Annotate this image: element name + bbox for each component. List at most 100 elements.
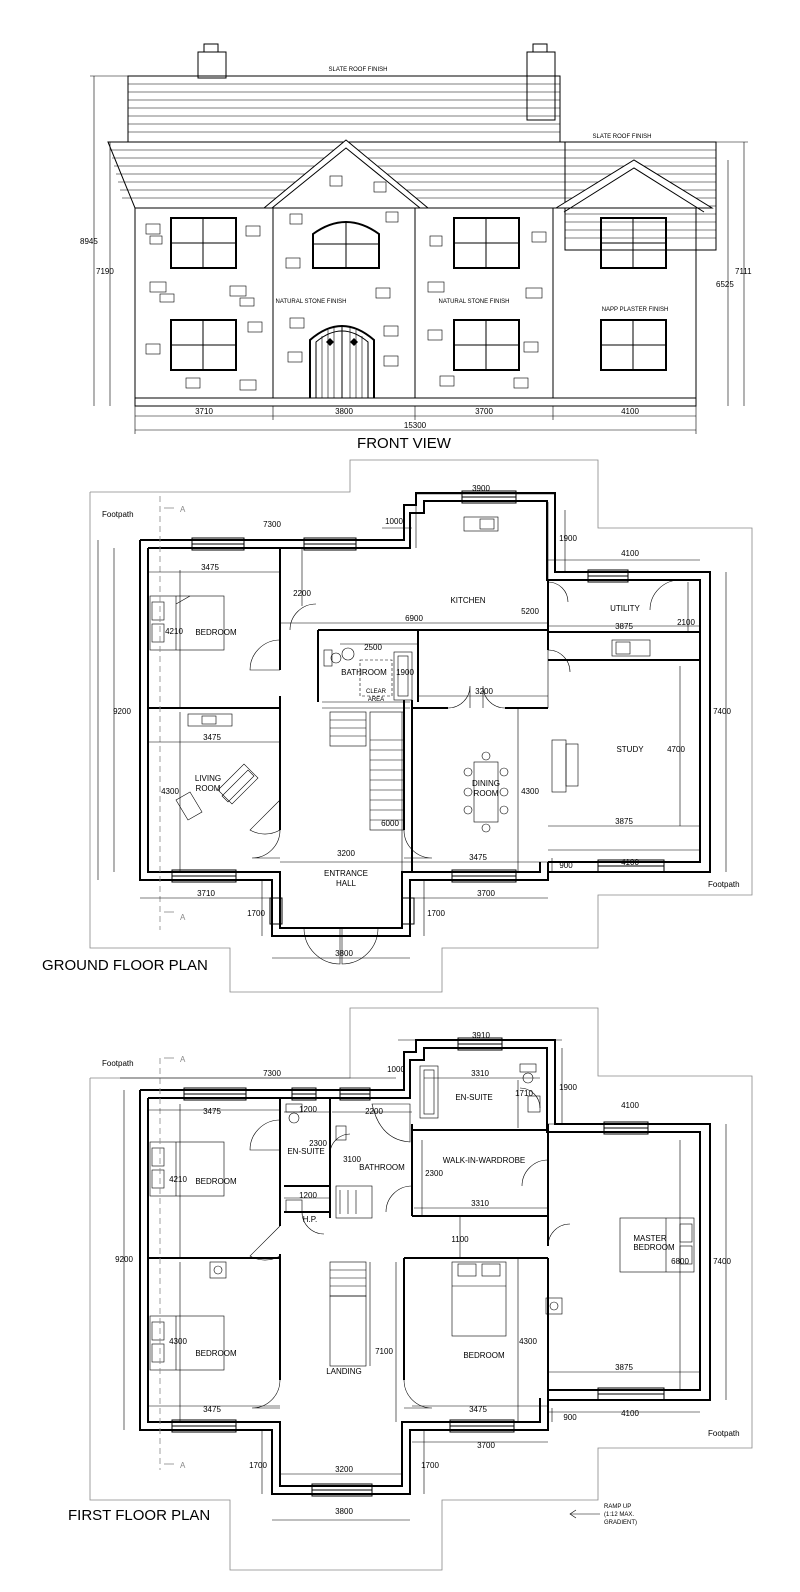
site-boundary: [89, 1007, 753, 1571]
gf-dim-4100-top: 4100: [621, 549, 639, 558]
ff-dim-6800: 6800: [671, 1257, 689, 1266]
gf-dim-3475-top: 3475: [201, 563, 219, 572]
ground-floor-plan: A A Footpath Footpath KITCHEN UTILITY BE…: [42, 459, 753, 993]
gf-dim-3475-bottom: 3475: [469, 853, 487, 862]
ramp-note-3: GRADIENT): [604, 1520, 637, 1526]
section-a-top: A: [180, 505, 186, 514]
sofa-icon: [175, 713, 259, 821]
ff-dim-1200-top: 1200: [299, 1105, 317, 1114]
section-a-bottom: A: [180, 913, 186, 922]
ff-dim-3475-right: 3475: [469, 1405, 487, 1414]
window-icon: [170, 217, 667, 371]
gf-dim-4210: 4210: [165, 627, 183, 636]
gf-dim-3200-bottom: 3200: [337, 849, 355, 858]
room-utility: UTILITY: [610, 604, 640, 613]
first-floor-title: FIRST FLOOR PLAN: [68, 1507, 210, 1524]
ramp-note-1: RAMP UP: [604, 1504, 631, 1510]
room-dining-2: ROOM: [474, 789, 499, 798]
footpath-top-left: Footpath: [102, 1059, 134, 1068]
gf-dim-4100-bottom: 4100: [621, 858, 639, 867]
gf-dim-1900: 1900: [559, 534, 577, 543]
gf-dim-3800: 3800: [335, 949, 353, 958]
gf-dim-1700-right: 1700: [427, 909, 445, 918]
dining-table-icon: [463, 751, 509, 833]
dim-height-side: 7111: [735, 267, 752, 276]
sink-icon: [209, 1095, 563, 1315]
ff-dim-3910: 3910: [472, 1031, 490, 1040]
bath-icon: [359, 651, 413, 701]
room-ensuite-master: EN-SUITE: [455, 1093, 492, 1102]
dim-width-4: 4100: [621, 407, 639, 416]
ff-dim-3200: 3200: [335, 1465, 353, 1474]
room-living-2: ROOM: [196, 784, 221, 793]
gf-dim-900: 900: [559, 861, 573, 870]
ff-dim-1100: 1100: [451, 1235, 469, 1244]
ff-dim-1000: 1000: [387, 1065, 405, 1074]
room-bedroom-mid: BEDROOM: [463, 1351, 505, 1360]
room-bedroom-bottom-left: BEDROOM: [195, 1349, 237, 1358]
window-icon: [171, 1037, 665, 1497]
ff-dim-2300-wardrobe: 2300: [425, 1169, 443, 1178]
gf-dim-3475-mid: 3475: [203, 733, 221, 742]
gf-dim-6000: 6000: [381, 819, 399, 828]
dim-width-total: 15300: [404, 421, 427, 430]
ff-dim-3875: 3875: [615, 1363, 633, 1372]
bath-icon: [371, 1065, 439, 1143]
gf-dim-3875-bottom: 3875: [615, 817, 633, 826]
ff-dim-3100: 3100: [343, 1155, 361, 1164]
ff-dim-7300: 7300: [263, 1069, 281, 1078]
chimney-left-icon: [197, 51, 227, 79]
stone-finish-right-label: NATURAL STONE FINISH: [439, 299, 510, 305]
ff-dim-3700: 3700: [477, 1441, 495, 1450]
ff-dim-2300-ensuite: 2300: [309, 1139, 327, 1148]
gf-dim-3700: 3700: [477, 889, 495, 898]
room-hp: H.P.: [303, 1215, 318, 1224]
slate-roof-side-label: SLATE ROOF FINISH: [593, 134, 652, 140]
toilet-icon: [285, 1063, 537, 1213]
ff-dim-3475-left: 3475: [203, 1405, 221, 1414]
gf-dim-2200: 2200: [293, 589, 311, 598]
gf-dim-1700-left: 1700: [247, 909, 265, 918]
ff-dim-3310-top: 3310: [471, 1069, 489, 1078]
section-a-bottom: A: [180, 1461, 186, 1470]
gf-dim-4300-dining: 4300: [521, 787, 539, 796]
room-walk-in-wardrobe: WALK-IN-WARDROBE: [443, 1156, 526, 1165]
footpath-bottom-right: Footpath: [708, 1429, 740, 1438]
chimney-right-icon: [526, 51, 556, 121]
ff-dim-2200: 2200: [365, 1107, 383, 1116]
ff-dim-7400: 7400: [713, 1257, 731, 1266]
ground-floor-title: GROUND FLOOR PLAN: [42, 957, 208, 974]
stone-texture: [145, 175, 547, 391]
first-walls: [139, 1039, 711, 1495]
footpath-bottom-right: Footpath: [708, 880, 740, 889]
gf-dim-1000: 1000: [385, 517, 403, 526]
dim-width-1: 3710: [195, 407, 213, 416]
ff-dim-900: 900: [563, 1413, 577, 1422]
footpath-top-left: Footpath: [102, 510, 134, 519]
ff-dim-1710: 1710: [515, 1089, 533, 1098]
slate-roof-label: SLATE ROOF FINISH: [329, 67, 388, 73]
room-hall-1: ENTRANCE: [324, 869, 368, 878]
ff-dim-3475-top: 3475: [203, 1107, 221, 1116]
room-ensuite-small: EN-SUITE: [287, 1147, 324, 1156]
room-hall-2: HALL: [336, 879, 357, 888]
room-bedroom-top-left: BEDROOM: [195, 1177, 237, 1186]
gf-dim-9200: 9200: [113, 707, 131, 716]
ff-dim-7100: 7100: [375, 1347, 393, 1356]
ground-walls: [139, 492, 711, 937]
gf-dim-4300-living: 4300: [161, 787, 179, 796]
gf-dim-1900b: 1900: [396, 668, 414, 677]
gf-dim-6900: 6900: [405, 614, 423, 623]
section-arrow-icon: [159, 496, 174, 930]
gf-dim-7400: 7400: [713, 707, 731, 716]
ff-dim-1700-left: 1700: [249, 1461, 267, 1470]
ramp-note-2: (1:12 MAX.: [604, 1512, 634, 1518]
ff-dim-4100-top: 4100: [621, 1101, 639, 1110]
gf-dim-3900: 3900: [472, 484, 490, 493]
ff-dim-4100-bottom: 4100: [621, 1409, 639, 1418]
room-living-1: LIVING: [195, 774, 221, 783]
gf-dim-2100: 2100: [677, 618, 695, 627]
bed-icon: [149, 1141, 695, 1371]
ff-dim-4210: 4210: [169, 1175, 187, 1184]
bed-icon: [149, 595, 225, 651]
